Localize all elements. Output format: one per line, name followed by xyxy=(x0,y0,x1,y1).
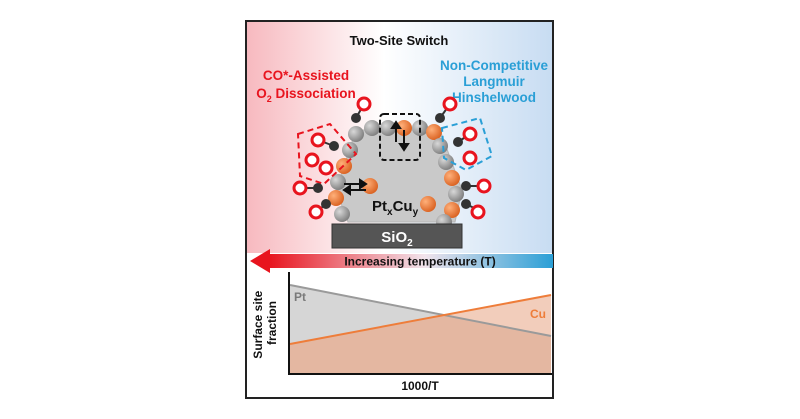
left-site-highlight xyxy=(296,122,358,186)
figure-title: Two-Site Switch xyxy=(350,33,449,48)
site-exchange-box xyxy=(379,113,421,161)
cu-atom xyxy=(444,202,460,218)
right-mechanism-line2: Langmuir xyxy=(463,74,525,89)
pt-area-right xyxy=(443,295,551,336)
figure-frame xyxy=(245,20,554,399)
left-mechanism-line1: CO*-Assisted xyxy=(263,68,349,83)
cu-series-label: Cu xyxy=(530,307,546,321)
pt-series-label: Pt xyxy=(294,290,306,304)
cu-atom xyxy=(426,124,442,140)
y-axis-label: Surface site fraction xyxy=(251,287,279,358)
adsorbates xyxy=(292,96,492,220)
cu-atom xyxy=(396,120,412,136)
sio2-support xyxy=(331,223,463,249)
pt-atom xyxy=(438,154,454,170)
o-atom xyxy=(304,152,320,168)
left-mechanism-line2: O2 Dissociation xyxy=(256,86,356,104)
pt-atom xyxy=(380,120,396,136)
up-down-arrows-icon xyxy=(390,120,410,152)
temperature-arrow-head xyxy=(250,249,270,273)
o-atom xyxy=(470,204,486,220)
cu-atom xyxy=(328,190,344,206)
pt-area xyxy=(290,285,444,344)
c-atom xyxy=(351,113,361,123)
o-atom xyxy=(318,160,334,176)
temperature-arrow-body xyxy=(268,254,553,268)
pt-atom xyxy=(342,142,358,158)
o-atom xyxy=(292,180,308,196)
surface-atoms xyxy=(328,120,464,230)
right-mechanism-line1: Non-Competitive xyxy=(440,58,548,73)
pt-atom xyxy=(348,126,364,142)
o-atom xyxy=(442,96,458,112)
left-mechanism-label: CO*-Assisted O2 Dissociation xyxy=(256,68,356,104)
site-swap-arrows xyxy=(342,178,368,196)
particle-label: PtxCuy xyxy=(372,198,419,218)
x-axis-label: 1000/T xyxy=(401,379,439,393)
pt-atom xyxy=(432,138,448,154)
o-atom xyxy=(476,178,492,194)
pt-atom xyxy=(334,206,350,222)
c-atom xyxy=(435,113,445,123)
o-atom xyxy=(310,132,326,148)
cu-atom xyxy=(420,196,436,212)
o-atom xyxy=(308,204,324,220)
support-label: SiO2 xyxy=(381,229,413,249)
c-atom xyxy=(453,137,463,147)
right-mechanism-line3: Hinshelwood xyxy=(452,90,536,105)
o-atom xyxy=(462,126,478,142)
pt-atom xyxy=(448,186,464,202)
right-site-highlight xyxy=(440,116,494,172)
c-atom xyxy=(461,181,471,191)
o-atom xyxy=(356,96,372,112)
right-mechanism-label: Non-Competitive Langmuir Hinshelwood xyxy=(440,58,548,105)
pt-atom xyxy=(330,174,346,190)
c-atom xyxy=(321,199,331,209)
cu-line xyxy=(289,294,552,345)
c-atom xyxy=(461,199,471,209)
c-atom xyxy=(313,183,323,193)
temperature-arrow-label: Increasing temperature (T) xyxy=(344,255,495,269)
site-fraction-chart: Pt Cu Surface site fraction 1000/T xyxy=(251,272,552,393)
cu-atom xyxy=(444,170,460,186)
pt-line xyxy=(289,284,552,337)
o-atom xyxy=(462,150,478,166)
c-atom xyxy=(329,141,339,151)
pt-atom xyxy=(364,120,380,136)
